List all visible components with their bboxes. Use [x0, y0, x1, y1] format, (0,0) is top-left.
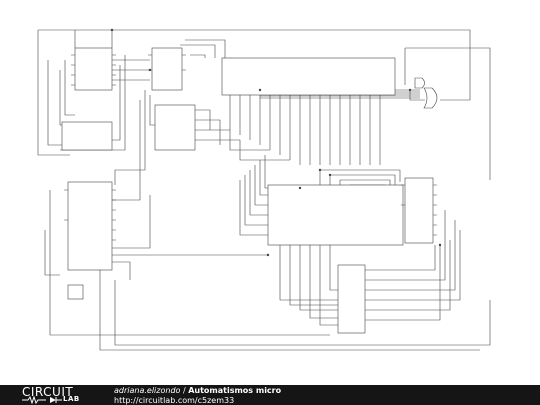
wire [37, 30, 70, 156]
author-link[interactable]: adriana.elizondo [114, 386, 181, 395]
wire [239, 180, 268, 236]
schematic-diagram [37, 28, 491, 351]
ic-bottom[interactable] [337, 264, 366, 334]
wire [195, 109, 211, 130]
wire [112, 195, 151, 249]
schematic-canvas[interactable] [0, 0, 540, 385]
ic-u2[interactable] [151, 47, 183, 91]
wire [49, 190, 330, 336]
wire [254, 165, 268, 206]
meta-separator: / [180, 386, 189, 395]
ic-u3[interactable] [154, 104, 196, 151]
wire [405, 47, 491, 180]
wire [44, 230, 60, 276]
wire [114, 90, 146, 185]
wire [185, 39, 226, 58]
switch-component[interactable] [67, 284, 84, 300]
circuit-meta: adriana.elizondo / Automatismos micro ht… [114, 386, 281, 405]
circuit-title: Automatismos micro [188, 386, 282, 395]
ic-u4[interactable] [61, 121, 113, 151]
wire [195, 119, 221, 145]
ic-microcontroller[interactable] [67, 181, 113, 271]
logo-text-top: CIRCUIT [22, 385, 74, 399]
small-gate[interactable] [414, 77, 425, 89]
components [61, 47, 438, 334]
wire [180, 44, 216, 58]
junctions [110, 28, 442, 257]
logo-text-bottom: LAB [63, 395, 80, 403]
wire [190, 54, 206, 58]
ic-right[interactable] [404, 177, 434, 244]
wire [249, 170, 268, 216]
wire [112, 65, 121, 141]
circuitlab-logo[interactable]: CIRCUIT LAB [22, 385, 100, 404]
logo-wave-icon [22, 396, 62, 404]
wire [259, 160, 268, 196]
footer-bar: CIRCUIT LAB adriana.elizondo / Automatis… [0, 385, 540, 405]
ic-central[interactable] [267, 184, 404, 246]
ic-u1[interactable] [74, 47, 113, 91]
wire [112, 100, 141, 201]
wire [47, 60, 62, 146]
wire [99, 270, 480, 351]
top-ic-pins [229, 95, 381, 165]
circuit-url[interactable]: http://circuitlab.com/c5zem33 [114, 395, 235, 405]
or-gate[interactable] [423, 87, 438, 109]
wire [38, 29, 471, 85]
wire [64, 60, 75, 116]
ic-top-decoder[interactable] [221, 57, 396, 96]
wire [112, 261, 131, 280]
lower-bus [279, 210, 461, 326]
wire [244, 175, 268, 226]
wire [114, 280, 491, 346]
wire [149, 95, 155, 126]
